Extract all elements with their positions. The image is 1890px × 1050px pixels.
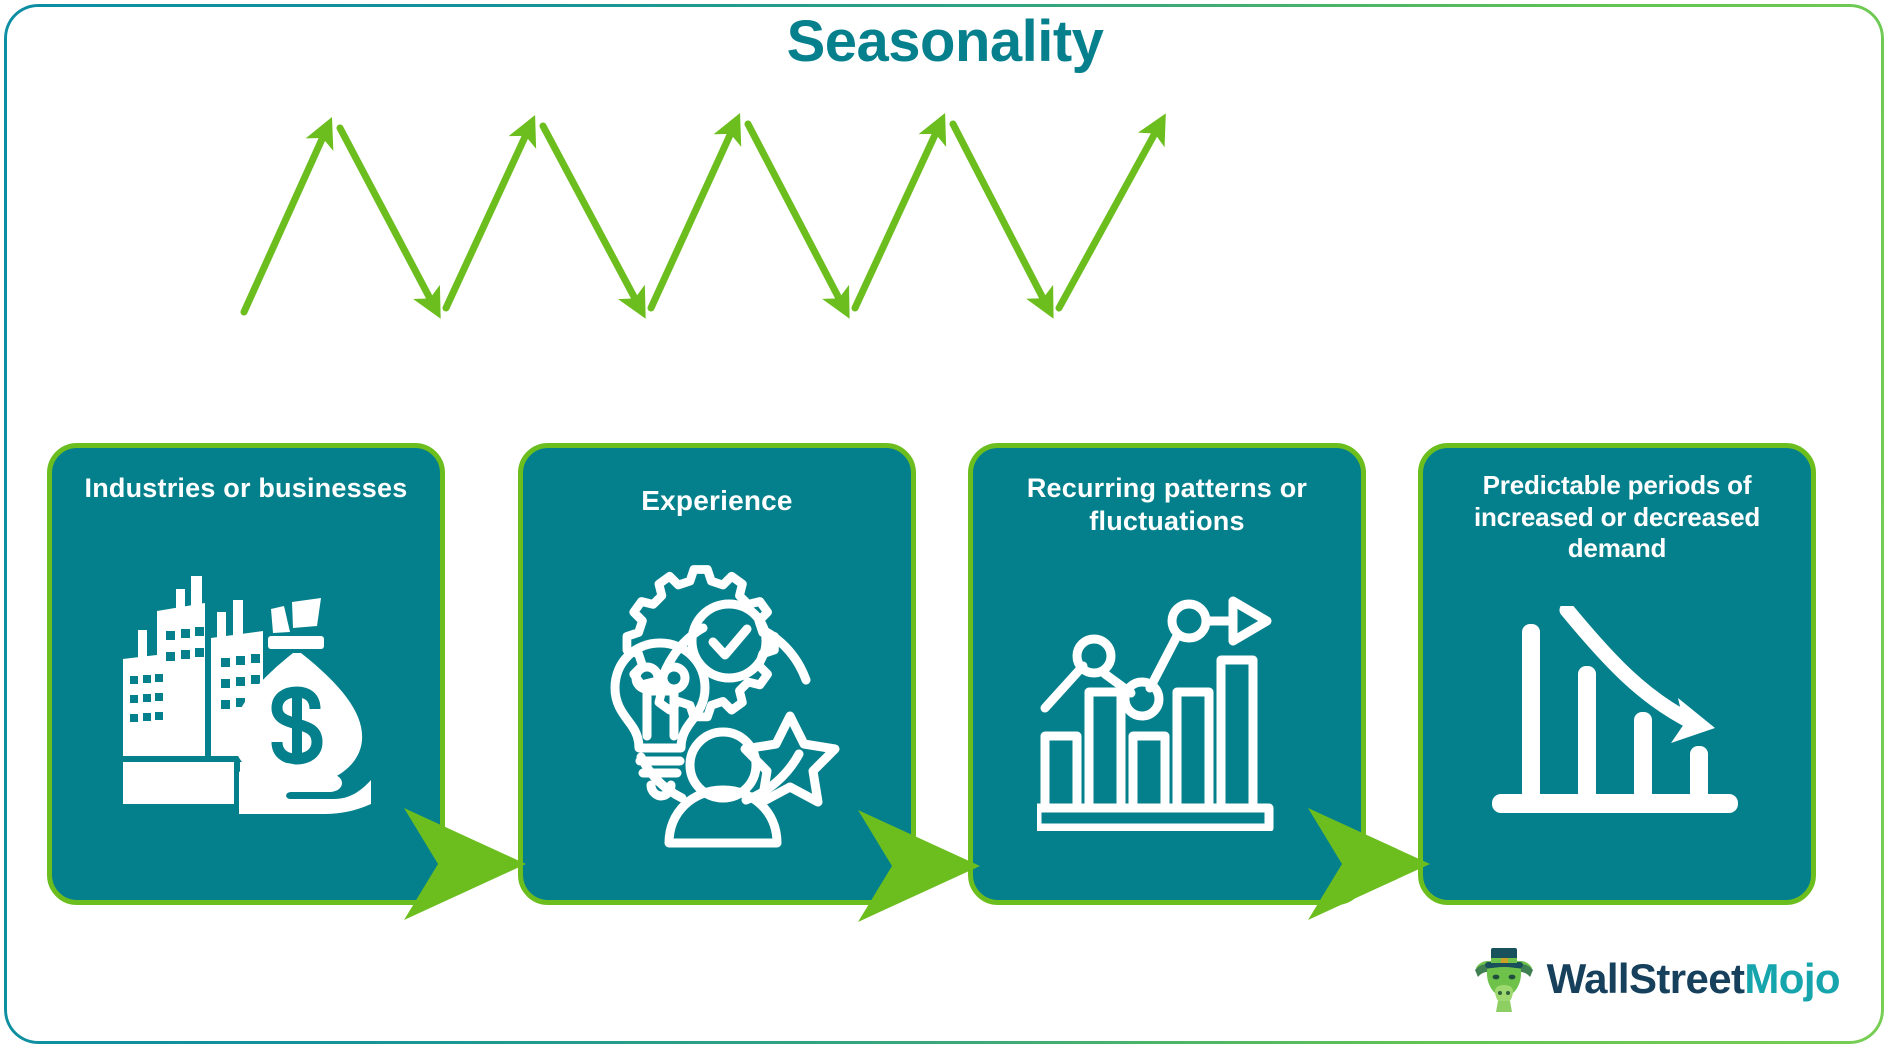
seasonal-zigzag-arrows [240, 112, 1166, 319]
connector-3-4 [1308, 808, 1430, 920]
card-predictable-periods-of-demand[interactable]: Predictable periods of increased or decr… [1418, 443, 1816, 905]
brand-wordmark-part-one: WallStreet [1546, 955, 1745, 1002]
declining-bar-chart-down-arrow-icon [1423, 606, 1811, 821]
connector-2-3 [858, 810, 980, 922]
bar-chart-rising-line-arrow-icon [973, 596, 1361, 831]
card-title: Industries or businesses [84, 473, 408, 503]
lightbulb-gear-star-person-icon [523, 558, 911, 848]
page-title: Seasonality [786, 9, 1104, 74]
brand-wordmark: WallStreetMojo [1546, 955, 1841, 1002]
card-title: Predictable periods of increased or decr… [1473, 470, 1761, 564]
bull-with-top-hat-icon [1474, 948, 1533, 1012]
brand-wordmark-part-two: Mojo [1744, 955, 1840, 1002]
connector-1-2 [404, 808, 526, 920]
card-title: Recurring patterns or fluctuations [1026, 473, 1308, 536]
buildings-and-money-bag-icon [52, 576, 440, 816]
card-industries-or-businesses[interactable]: Industries or businesses [47, 443, 445, 905]
card-title: Experience [641, 485, 793, 516]
brand-logo[interactable]: WallStreetMojo [1473, 946, 1841, 1012]
